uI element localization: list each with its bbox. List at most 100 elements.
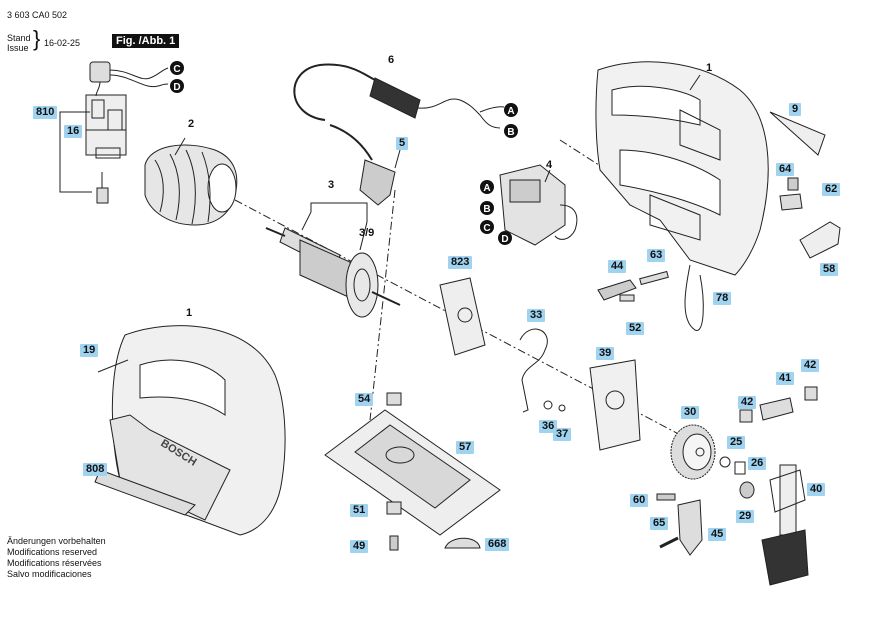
label-810: 810 [33,106,58,119]
rod-63 [639,270,669,286]
label-78: 78 [713,292,732,305]
disclaimer: Änderungen vorbehalten Modifications res… [7,536,106,580]
label-19: 19 [80,344,99,357]
label-45: 45 [708,528,727,541]
disclaimer-en: Modifications reserved [7,547,98,557]
label-49: 49 [350,540,369,553]
label-29: 29 [736,510,755,523]
label-41: 41 [776,372,795,385]
label-44: 44 [608,260,627,273]
brace-glyph: } [33,26,41,51]
label-25: 25 [727,436,746,449]
disclaimer-es: Salvo modificaciones [7,569,92,579]
plate-39 [589,359,641,451]
spring-33 [519,328,548,413]
label-65: 65 [650,517,669,530]
label-1-top: 1 [706,62,713,74]
bearing-29 [739,481,755,499]
disclaimer-de: Änderungen vorbehalten [7,536,106,546]
label-42-right: 42 [801,359,820,372]
part-52 [619,294,635,302]
armature-3 [265,202,401,318]
part-41 [759,397,794,421]
housing-half-1-top [595,61,769,276]
label-808: 808 [83,463,108,476]
label-37: 37 [553,428,572,441]
ring-37 [558,404,566,412]
disclaimer-fr: Modifications réservées [7,558,102,568]
label-5: 5 [396,137,409,150]
part-51 [386,501,402,515]
connector-c-switch: C [483,223,490,234]
connector-d-top: D [173,82,180,93]
base-axis [369,189,396,421]
label-4: 4 [546,159,553,171]
stand-label: Stand [7,33,31,43]
label-63: 63 [647,249,666,262]
connector-a-switch: A [483,183,490,194]
label-57: 57 [456,441,475,454]
gear-30 [670,424,716,480]
issue-date: 16-02-25 [44,38,81,48]
label-2: 2 [188,118,195,130]
figure-tag: Fig. /Abb. 1 [112,34,180,48]
label-668: 668 [485,538,510,551]
label-6: 6 [388,54,395,66]
washer-25 [719,456,731,468]
label-51: 51 [350,504,369,517]
label-30: 30 [681,406,700,419]
label-62: 62 [822,183,841,196]
part-54 [386,392,402,406]
label-33: 33 [527,309,546,322]
label-42-left: 42 [738,396,757,409]
document-number: 3 603 CA0 502 [7,10,68,20]
pin-65 [659,536,679,549]
label-3: 3 [328,179,335,191]
label-9: 9 [789,103,802,116]
label-1-left: 1 [186,307,193,319]
base-plate-57 [324,409,501,536]
connector-markers: C D A B A B C D [170,61,518,245]
connector-b-cord: B [507,127,514,138]
label-58: 58 [820,263,839,276]
part-64 [787,177,799,191]
label-39: 39 [596,347,615,360]
label-26: 26 [748,457,767,470]
label-823: 823 [448,256,473,269]
part-42-right [804,386,818,401]
power-cord-5 [329,124,401,206]
spring-78 [684,264,704,331]
screw-19 [97,359,129,373]
stator-2 [144,137,238,226]
label-54: 54 [355,393,374,406]
part-42-left [739,409,753,423]
part-58 [799,221,841,259]
label-60: 60 [630,494,649,507]
clip-44 [597,279,637,301]
connector-b-switch: B [483,204,490,215]
part-668 [444,537,481,549]
label-52: 52 [626,322,645,335]
washer-36 [543,400,553,410]
part-26 [734,461,746,475]
label-3-9: 3/9 [359,227,375,239]
switch-4 [499,164,578,246]
label-40: 40 [807,483,826,496]
part-62 [779,193,803,211]
issue-label: Issue [7,43,29,53]
plate-823 [439,277,486,356]
part-60 [656,493,676,501]
connector-c-top: C [173,64,180,75]
plunger-40 [761,464,809,586]
roller-45 [677,499,703,556]
switch-16 [85,61,169,204]
power-cord-6 [293,63,505,129]
blade-9 [769,111,826,156]
connector-a-cord: A [507,106,514,117]
connector-d-switch: D [501,234,508,245]
label-36: 36 [539,420,558,433]
label-64: 64 [776,163,795,176]
housing-half-1-left [94,325,286,536]
label-16: 16 [64,125,83,138]
